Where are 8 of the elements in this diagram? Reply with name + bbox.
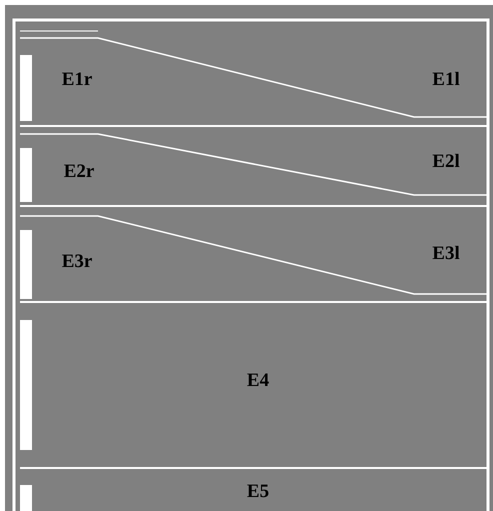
region-label: E2r: [64, 161, 94, 183]
region-label: E4: [246, 370, 270, 392]
region-label: E5: [246, 481, 270, 503]
region-label: E1l: [432, 69, 460, 91]
region-label: E1r: [62, 69, 92, 91]
region-label: E3l: [432, 243, 460, 265]
region-label: E2l: [432, 151, 460, 173]
region-label: E3r: [62, 251, 92, 273]
